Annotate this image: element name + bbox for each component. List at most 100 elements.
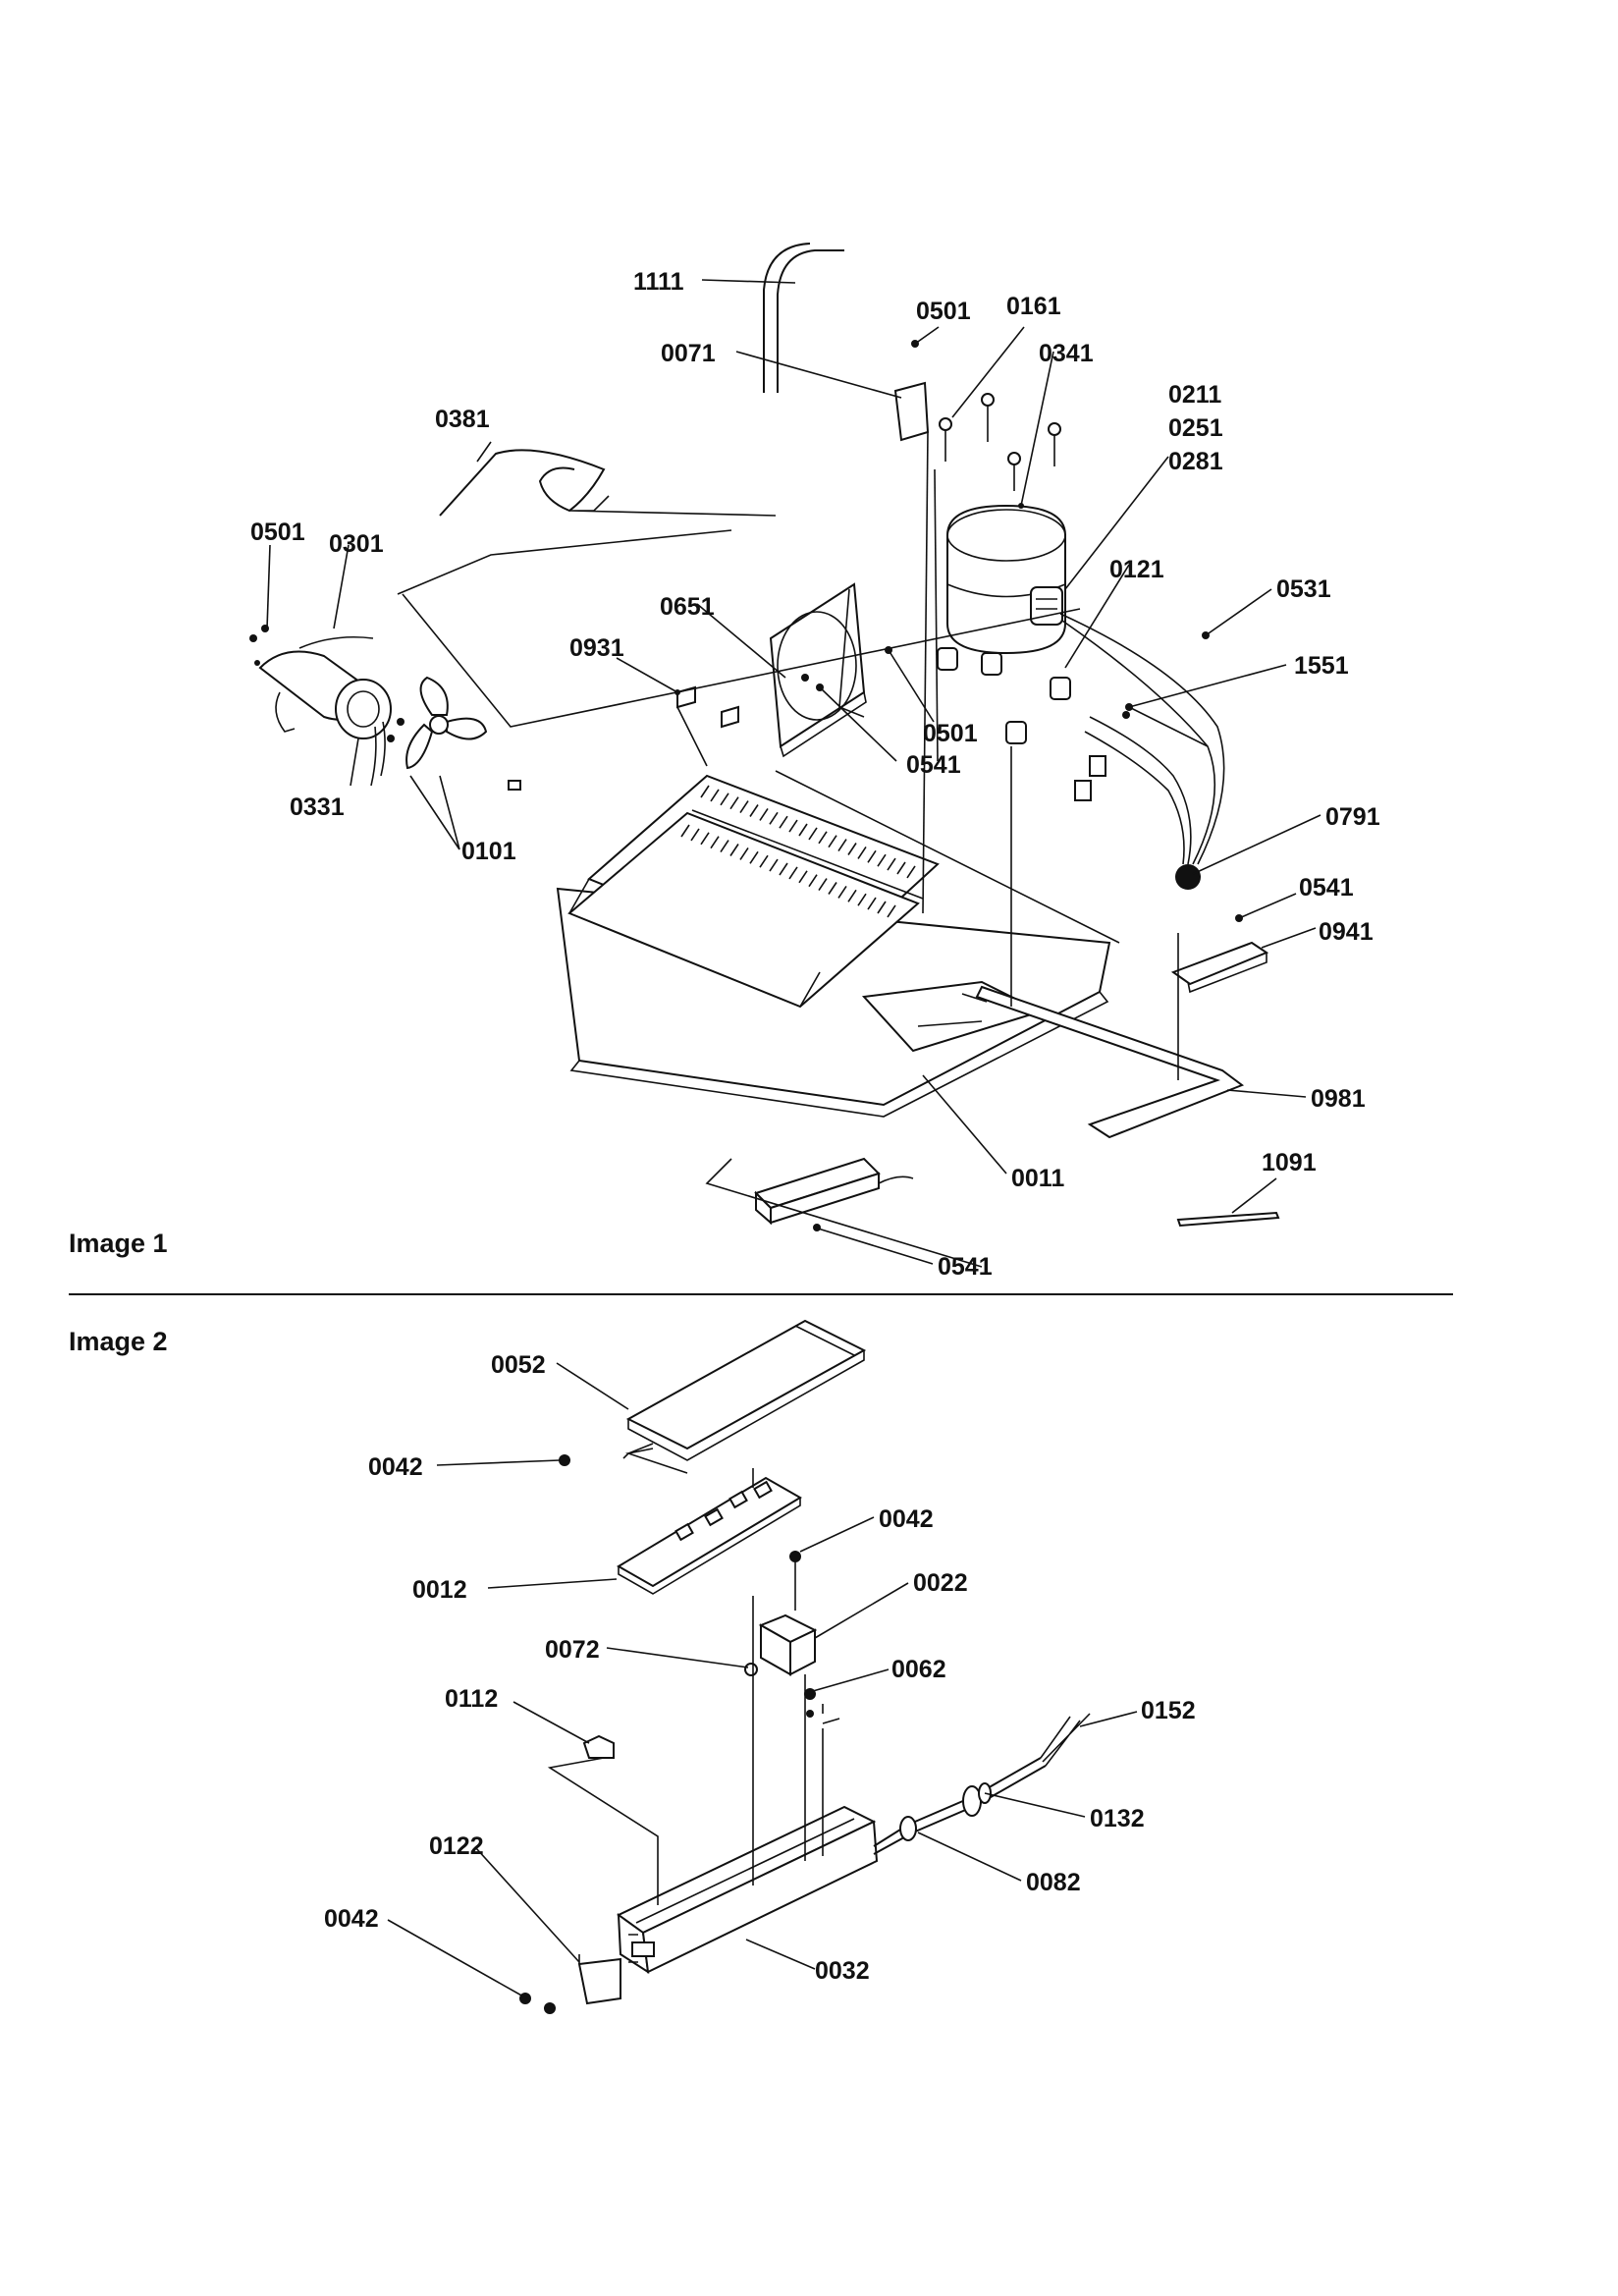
labels-image2: 0052 0042 0042 0012 0022 0072 0062 0112 … <box>324 1351 1196 1985</box>
coil-fin <box>749 850 759 864</box>
coil-fin <box>759 854 769 868</box>
hardware-dots-image1 <box>249 340 1243 1231</box>
bracket-0941 <box>1170 941 1269 986</box>
label-0161: 0161 <box>1006 293 1061 320</box>
image1-drawing <box>258 243 1280 1268</box>
leaders-image2 <box>387 1362 1138 1997</box>
label-0121: 0121 <box>1109 556 1164 583</box>
label-0281: 0281 <box>1168 448 1223 475</box>
section-label-image2: Image 2 <box>69 1327 168 1356</box>
labels-image1: 1111 0501 0161 0071 0341 0211 0251 0281 … <box>250 268 1380 1281</box>
label-0132: 0132 <box>1090 1805 1145 1832</box>
label-0072: 0072 <box>545 1636 600 1664</box>
coil-fin <box>710 789 720 802</box>
clip-0112 <box>582 1734 615 1759</box>
bracket-0931-b <box>721 705 739 729</box>
label-1551: 1551 <box>1294 652 1349 680</box>
strip-1091 <box>1176 1211 1280 1228</box>
coil-fin <box>877 853 887 867</box>
coil-fin <box>690 828 700 842</box>
coil-fin <box>867 849 877 863</box>
fan-shroud <box>769 582 867 758</box>
label-0152: 0152 <box>1141 1697 1196 1724</box>
coil-fin <box>739 847 749 860</box>
screw-0042 <box>789 1551 801 1562</box>
label-0042-b: 0042 <box>879 1505 934 1533</box>
label-0112: 0112 <box>445 1685 498 1713</box>
control-box-image1 <box>754 1157 914 1226</box>
coil-fin <box>847 889 857 902</box>
coil-fin <box>818 878 828 892</box>
tube-0381 <box>439 449 606 517</box>
coil-fin <box>847 843 857 855</box>
label-0381: 0381 <box>435 406 490 433</box>
coil-fin <box>837 839 847 852</box>
coil-fin <box>788 866 798 880</box>
control-box-housing <box>617 1805 879 1974</box>
coil-fin <box>867 897 877 910</box>
power-cord <box>873 1713 1091 1855</box>
drain-channel-0981 <box>975 985 1245 1139</box>
coil-fin <box>808 827 818 841</box>
fan-motor <box>258 635 521 791</box>
compressor <box>937 504 1071 744</box>
label-0541-a: 0541 <box>906 751 961 779</box>
label-0941: 0941 <box>1319 918 1374 946</box>
coil-fin <box>720 793 729 806</box>
label-0012: 0012 <box>412 1576 467 1604</box>
label-0541-c: 0541 <box>938 1253 993 1281</box>
control-board <box>617 1468 802 1595</box>
label-0981: 0981 <box>1311 1085 1366 1113</box>
leaders-image1 <box>266 279 1321 1265</box>
coil-fin <box>798 870 808 884</box>
label-0501-b: 0501 <box>250 519 305 546</box>
wire-harness <box>1059 613 1225 890</box>
relay-component <box>758 1613 818 1676</box>
cover-panel <box>625 1319 867 1450</box>
grommet-0082 <box>899 1816 917 1841</box>
label-0022: 0022 <box>913 1569 968 1597</box>
label-1091: 1091 <box>1262 1149 1317 1176</box>
label-0082: 0082 <box>1026 1869 1081 1896</box>
label-0331: 0331 <box>290 793 345 821</box>
coil-fin <box>700 785 710 798</box>
screw-0042-a <box>559 1454 570 1466</box>
coil-fin <box>906 865 916 879</box>
label-0062: 0062 <box>891 1656 946 1683</box>
coil-fin <box>877 901 887 914</box>
coil-fin <box>828 882 837 895</box>
coil-fin <box>896 861 906 875</box>
label-0032: 0032 <box>815 1957 870 1985</box>
label-0211: 0211 <box>1168 381 1221 409</box>
label-0341: 0341 <box>1039 340 1094 367</box>
label-0531: 0531 <box>1276 575 1331 603</box>
label-0501-c: 0501 <box>923 720 978 747</box>
section-label-image1: Image 1 <box>69 1229 168 1258</box>
coil-fin <box>769 858 779 872</box>
coil-fin <box>808 874 818 888</box>
coil-fin <box>887 857 896 871</box>
label-0791: 0791 <box>1325 803 1380 831</box>
image2-drawing <box>519 1319 1091 2014</box>
label-0931: 0931 <box>569 634 624 662</box>
coil-fin <box>818 831 828 845</box>
bracket-0071 <box>893 381 930 442</box>
label-0251: 0251 <box>1168 414 1223 442</box>
coil-fin <box>887 904 896 918</box>
label-0651: 0651 <box>660 593 715 621</box>
coil-fin <box>798 823 808 837</box>
coil-fin <box>779 862 788 876</box>
bracket-0122 <box>577 1957 621 2005</box>
label-1111: 1111 <box>633 268 684 296</box>
coil-fin <box>720 840 729 853</box>
compressor-bolts <box>939 393 1061 491</box>
label-0501-a: 0501 <box>916 298 971 325</box>
coil-fin <box>837 885 847 899</box>
coil-fin <box>749 804 759 817</box>
coil-fin <box>857 846 867 859</box>
coil-fin <box>739 800 749 814</box>
coil-fin <box>769 811 779 825</box>
label-0042-c: 0042 <box>324 1905 379 1933</box>
tube-1111 <box>777 249 844 393</box>
